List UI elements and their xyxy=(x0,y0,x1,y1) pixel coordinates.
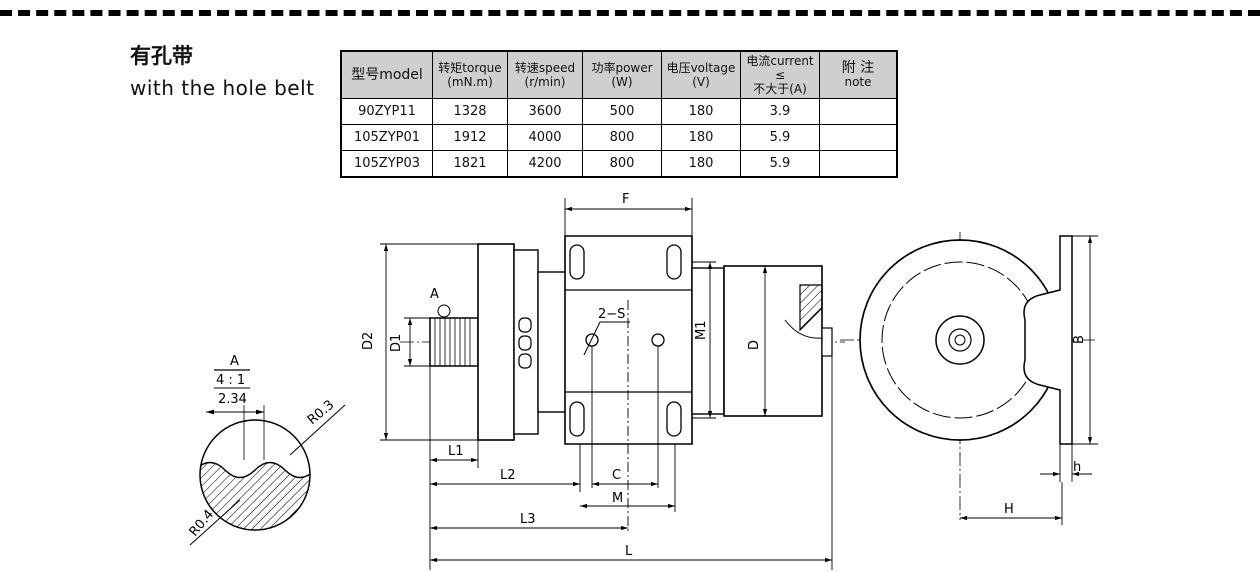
table-row: 90ZYP11 1328 3600 500 180 3.9 xyxy=(340,98,898,125)
belt-tooth-profile xyxy=(200,461,310,530)
end-bracket xyxy=(1023,235,1073,445)
rear-lead-wire xyxy=(784,319,823,339)
header-power: 功率power(W) xyxy=(582,50,662,99)
label-f: F xyxy=(622,192,629,207)
callout-a: A xyxy=(430,287,439,302)
cell-voltage: 180 xyxy=(661,150,741,178)
label-l: L xyxy=(625,544,633,559)
header-current: 电流current ≤不大于(A) xyxy=(740,50,820,99)
radius-bottom-label: R0.4 xyxy=(187,507,218,539)
section-title-chinese: 有孔带 xyxy=(130,44,193,68)
cell-power: 500 xyxy=(582,98,662,125)
label-m: M xyxy=(612,491,623,506)
side-dimension-labels: F D2 D1 M1 D L1 L2 C M L3 L xyxy=(361,192,762,559)
pulley-teeth xyxy=(434,318,471,366)
mount-hole-left xyxy=(585,333,599,347)
header-speed: 转速speed(r/min) xyxy=(507,50,583,99)
label-b: B xyxy=(1072,335,1087,344)
cell-model: 105ZYP01 xyxy=(340,124,433,151)
label-d: D xyxy=(747,340,762,350)
label-c: C xyxy=(612,468,621,483)
label-h-small: h xyxy=(1073,460,1081,475)
pitch-label: 2.34 xyxy=(218,392,247,407)
cell-voltage: 180 xyxy=(661,98,741,125)
cell-model: 90ZYP11 xyxy=(340,98,433,125)
end-shaft-hole xyxy=(954,334,966,346)
cell-power: 800 xyxy=(582,124,662,151)
spec-table-header-row: 型号model 转矩torque(mN.m) 转速speed(r/min) 功率… xyxy=(340,50,898,99)
radius-top-leader xyxy=(289,404,346,456)
cell-torque: 1912 xyxy=(432,124,508,151)
front-flange xyxy=(477,243,515,441)
header-voltage: 电压voltage(V) xyxy=(661,50,741,99)
cell-model: 105ZYP03 xyxy=(340,150,433,178)
cell-speed: 3600 xyxy=(507,98,583,125)
detail-label: A xyxy=(230,354,239,369)
toothed-pulley xyxy=(429,317,479,367)
header-torque: 转矩torque(mN.m) xyxy=(432,50,508,99)
label-d2: D2 xyxy=(361,332,376,350)
cell-note xyxy=(819,98,898,125)
section-title-english: with the hole belt xyxy=(130,76,315,100)
table-row: 105ZYP01 1912 4000 800 180 5.9 xyxy=(340,124,898,151)
detail-scale: 4 : 1 xyxy=(216,373,245,388)
end-dimension-labels: B h H xyxy=(1004,335,1087,517)
cell-note xyxy=(819,150,898,178)
detail-view-a: A 4 : 1 2.34 R0.3 R0.4 xyxy=(187,354,346,546)
detail-a-callout-circle xyxy=(437,304,451,318)
top-dashed-divider xyxy=(0,10,1260,16)
motor-body-mid xyxy=(691,267,725,415)
side-dimensions xyxy=(380,198,833,570)
mount-hole-right xyxy=(651,333,665,347)
cell-note xyxy=(819,124,898,151)
cell-voltage: 180 xyxy=(661,124,741,151)
radius-bottom-leader xyxy=(189,499,241,546)
end-dimensions xyxy=(960,235,1098,525)
label-m1: M1 xyxy=(694,321,709,341)
cell-current: 5.9 xyxy=(740,150,820,178)
motor-body-front xyxy=(537,271,569,413)
rear-cutaway xyxy=(799,284,823,332)
radius-top-label: R0.3 xyxy=(305,397,337,428)
spec-table: 型号model 转矩torque(mN.m) 转速speed(r/min) 功率… xyxy=(340,50,898,178)
label-d1: D1 xyxy=(389,334,404,352)
hole-leader xyxy=(583,321,601,356)
label-h: H xyxy=(1004,502,1014,517)
motor-side-view: A 2−S xyxy=(400,235,845,445)
bracket-slots xyxy=(569,244,682,437)
label-l1: L1 xyxy=(448,444,464,459)
cell-current: 5.9 xyxy=(740,124,820,151)
cell-power: 800 xyxy=(582,150,662,178)
cell-torque: 1821 xyxy=(432,150,508,178)
label-l3: L3 xyxy=(520,512,536,527)
label-l2: L2 xyxy=(500,468,516,483)
table-row: 105ZYP03 1821 4200 800 180 5.9 xyxy=(340,150,898,178)
motor-end-view xyxy=(840,232,1095,520)
rear-shaft xyxy=(821,327,833,357)
cover-slots xyxy=(518,317,532,369)
hole-label-2s: 2−S xyxy=(598,307,625,322)
